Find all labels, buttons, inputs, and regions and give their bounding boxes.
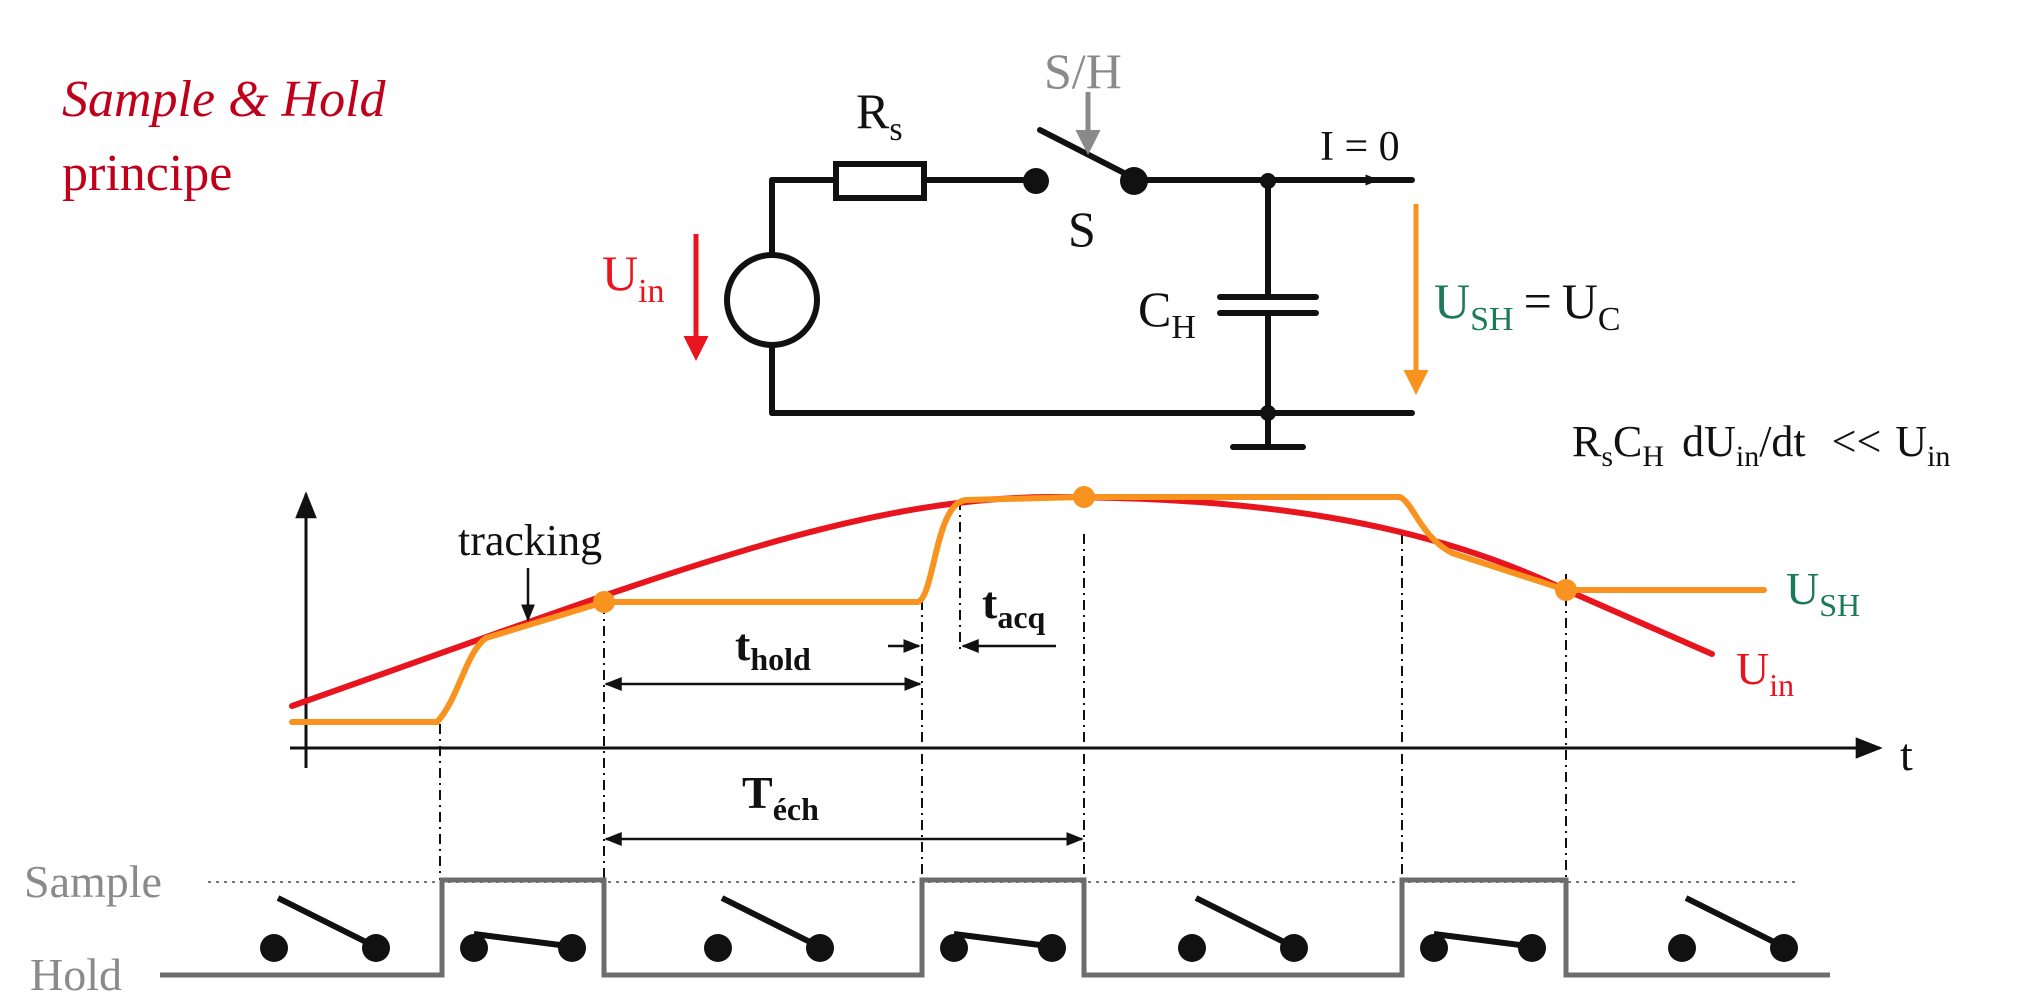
resistor-label: Rs xyxy=(856,83,903,148)
current-label: I = 0 xyxy=(1320,124,1400,170)
sample-point-2 xyxy=(1073,486,1095,508)
circuit xyxy=(769,127,1415,450)
voltage-source-icon xyxy=(724,252,820,348)
tacq-label: tacq xyxy=(982,577,1046,635)
ush-curve xyxy=(289,494,1767,725)
switch-control-label: S/H xyxy=(1044,43,1122,99)
switch-icon-open-1 xyxy=(260,895,390,962)
capacitor-label: CH xyxy=(1138,281,1196,346)
resistor-rs xyxy=(833,161,927,201)
switch-icon-closed-2 xyxy=(940,931,1066,962)
ush-curve-label: USH xyxy=(1786,563,1860,623)
output-equation: USH=UC xyxy=(1434,273,1621,338)
switch-icon-closed-1 xyxy=(460,931,586,962)
time-axis-label: t xyxy=(1900,729,1913,780)
switch-contact-right xyxy=(1120,167,1148,195)
sample-instant-guides xyxy=(439,500,1567,880)
switch-label: S xyxy=(1068,201,1096,257)
switch-icon-open-3 xyxy=(1178,895,1308,962)
node-top xyxy=(1260,173,1276,189)
source-label: Uin xyxy=(602,245,665,310)
tracking-label: tracking xyxy=(458,516,602,565)
sample-point-1 xyxy=(593,591,615,613)
tech-label: Téch xyxy=(742,767,819,827)
node-bottom xyxy=(1260,405,1276,421)
hold-level-label: Hold xyxy=(30,949,122,1000)
title-line1: Sample & Hold xyxy=(62,71,387,128)
switch-icon-open-4 xyxy=(1668,895,1798,962)
sample-level-label: Sample xyxy=(24,856,162,907)
title-line2: principe xyxy=(62,145,232,202)
switch-icon-closed-3 xyxy=(1420,931,1546,962)
switch-blade xyxy=(1037,127,1131,178)
thold-label: thold xyxy=(735,619,811,677)
sample-point-3 xyxy=(1555,579,1577,601)
switch-icon-open-2 xyxy=(704,895,834,962)
uin-curve-label: Uin xyxy=(1736,643,1794,703)
switch-contact-left xyxy=(1023,168,1049,194)
control-waveform xyxy=(160,877,1830,978)
